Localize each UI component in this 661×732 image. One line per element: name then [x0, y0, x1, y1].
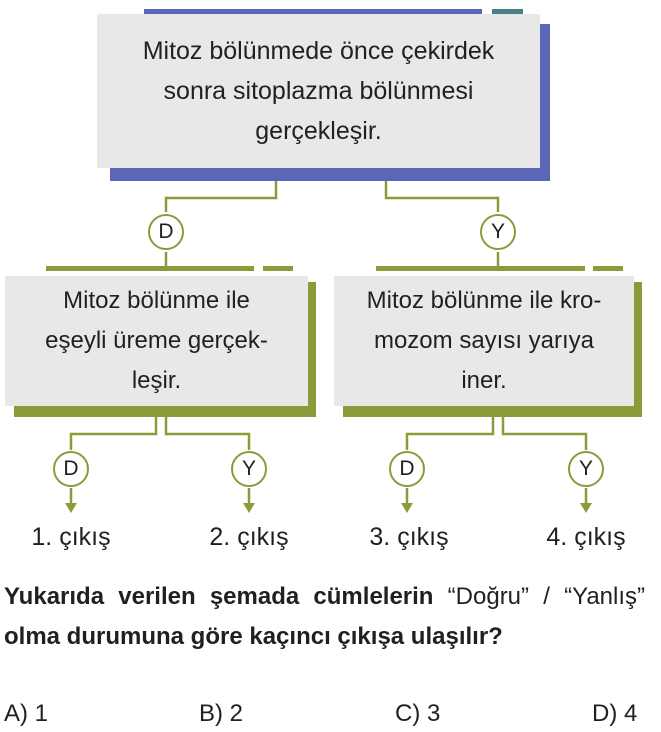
exit-1-label: 1. çıkış	[31, 523, 111, 551]
question-quote-1: “Doğru” /	[447, 583, 550, 610]
exit-4-label: 4. çıkış	[546, 523, 626, 551]
left-box-accent-tab	[263, 266, 293, 271]
arrow-head-exit-2	[243, 503, 255, 513]
question-part-1: Yukarıda verilen şemada cümlelerin	[4, 583, 434, 610]
top-statement-box: Mitoz bölünmede önce çekirdek sonra sito…	[97, 14, 540, 168]
option-a[interactable]: A) 1	[4, 700, 49, 727]
branch-left-true: D	[53, 451, 89, 487]
arrow-head-exit-4	[580, 503, 592, 513]
exit-2-label: 2. çıkış	[209, 523, 289, 551]
left-statement-text: Mitoz bölünme ile eşeyli üreme gerçek- l…	[45, 287, 268, 394]
question-text: Yukarıda verilen şemada cümlelerin “Doğr…	[4, 577, 645, 657]
connector-right-false	[501, 417, 588, 450]
connector-right-true	[405, 417, 495, 450]
exit-3-label: 3. çıkış	[369, 523, 449, 551]
left-box-accent-bar	[46, 266, 254, 271]
question-quote-2: “Yanlış”	[564, 583, 645, 610]
branch-top-true: D	[148, 214, 184, 250]
connector-left-true	[69, 417, 158, 450]
left-statement-box: Mitoz bölünme ile eşeyli üreme gerçek- l…	[5, 276, 308, 406]
branch-right-false: Y	[568, 451, 604, 487]
branch-top-false: Y	[480, 214, 516, 250]
top-box-accent-tab	[492, 9, 523, 14]
arrow-head-exit-3	[401, 503, 413, 513]
connector-top-false	[384, 181, 500, 212]
branch-left-false: Y	[231, 451, 267, 487]
right-statement-text: Mitoz bölünme ile kro- mozom sayısı yarı…	[366, 287, 602, 394]
question-part-2: olma durumuna göre kaçıncı çıkışa ulaşıl…	[4, 623, 503, 650]
right-statement-box: Mitoz bölünme ile kro- mozom sayısı yarı…	[334, 276, 634, 406]
branch-right-true: D	[389, 451, 425, 487]
arrow-head-exit-1	[65, 503, 77, 513]
connector-left-false	[164, 417, 251, 450]
right-box-accent-tab	[593, 266, 623, 271]
right-box-accent-bar	[376, 266, 585, 271]
connector-top-true	[164, 181, 278, 212]
answer-options: A) 1 B) 2 C) 3 D) 4	[0, 700, 661, 730]
option-b[interactable]: B) 2	[199, 700, 244, 727]
option-d[interactable]: D) 4	[592, 700, 638, 727]
top-box-accent-bar	[144, 9, 482, 14]
option-c[interactable]: C) 3	[395, 700, 441, 727]
top-statement-text: Mitoz bölünmede önce çekirdek sonra sito…	[142, 37, 495, 145]
